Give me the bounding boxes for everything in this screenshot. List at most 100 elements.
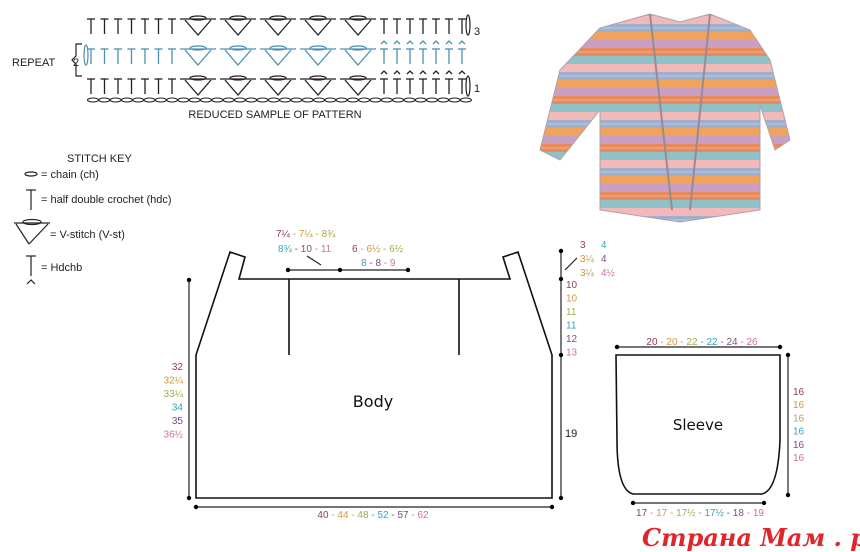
shoulder-drop-value: 3¼ bbox=[580, 253, 595, 265]
hdc-stitch bbox=[141, 18, 149, 34]
v-stitch bbox=[340, 45, 376, 66]
chain-stitch bbox=[154, 97, 167, 103]
hdc-stitch bbox=[87, 18, 95, 34]
armhole-depth-value: 10 bbox=[566, 294, 578, 305]
chain-stitch bbox=[392, 97, 405, 103]
key-hdchb-label: = Hdchb bbox=[41, 262, 82, 274]
stitch-chart bbox=[83, 14, 472, 103]
chain-stitch bbox=[425, 97, 439, 103]
sleeve-top-width: 20 - 20 - 22 - 22 - 24 - 26 bbox=[646, 337, 758, 348]
hdc-stitch bbox=[432, 18, 440, 34]
row-number-2: 2 bbox=[73, 57, 79, 69]
v-stitch bbox=[220, 15, 256, 36]
shoulder-drop-value: 4 bbox=[601, 240, 607, 251]
shoulder-drop-value: 3¼ bbox=[580, 267, 595, 279]
chain-stitch bbox=[132, 97, 145, 103]
chain-stitch bbox=[166, 97, 179, 103]
v-stitch bbox=[180, 15, 216, 36]
hdchb-icon bbox=[26, 255, 36, 285]
total-length-value: 33¼ bbox=[164, 388, 184, 400]
chain-stitch bbox=[222, 97, 235, 103]
v-stitch bbox=[300, 15, 336, 36]
hdc-stitch bbox=[141, 48, 149, 64]
hdc-stitch bbox=[154, 18, 163, 34]
chain-stitch bbox=[358, 97, 371, 103]
hdc-stitch bbox=[168, 48, 176, 64]
turning-chain bbox=[465, 75, 471, 97]
stitch-key-title: STITCH KEY bbox=[67, 153, 132, 165]
hdc-stitch bbox=[458, 70, 466, 94]
chain-stitch bbox=[380, 97, 393, 103]
chain-stitch bbox=[369, 97, 382, 103]
chain-stitch bbox=[279, 97, 292, 103]
chain-stitch bbox=[324, 97, 337, 103]
sleeve-length-value: 16 bbox=[793, 440, 805, 451]
v-stitch-icon bbox=[14, 218, 50, 245]
hdc-stitch bbox=[154, 48, 163, 64]
chain-stitch bbox=[290, 97, 303, 103]
chain-stitch bbox=[267, 97, 280, 103]
hdc-stitch bbox=[127, 18, 136, 34]
sleeve-length-value: 16 bbox=[793, 427, 805, 438]
hdc-stitch bbox=[141, 78, 149, 94]
sleeve-label: Sleeve bbox=[673, 416, 723, 434]
armhole-depth-value: 10 bbox=[566, 280, 578, 291]
hdc-stitch bbox=[432, 70, 440, 94]
armhole-depth-value: 11 bbox=[566, 307, 577, 318]
chart-caption: REDUCED SAMPLE OF PATTERN bbox=[188, 109, 361, 121]
body-width: 40 - 44 - 48 - 52 - 57 - 62 bbox=[317, 510, 429, 521]
shoulder-width-large: 8 - 8 - 9 bbox=[361, 258, 396, 269]
hdc-stitch bbox=[87, 48, 95, 64]
shoulder-drop-value: 3 bbox=[580, 240, 586, 251]
hdc-stitch bbox=[445, 18, 453, 34]
chain-stitch bbox=[346, 97, 359, 103]
hdc-stitch bbox=[114, 18, 122, 34]
hdc-stitch bbox=[100, 48, 109, 64]
hdc-stitch bbox=[419, 70, 427, 94]
key-chain-label: = chain (ch) bbox=[41, 169, 99, 181]
v-stitch bbox=[340, 15, 376, 36]
armhole-depth-value: 13 bbox=[566, 348, 578, 359]
v-stitch bbox=[180, 75, 216, 96]
chain-icon bbox=[24, 171, 38, 177]
v-stitch bbox=[300, 75, 336, 96]
row-number-1: 1 bbox=[474, 83, 480, 95]
hdc-stitch bbox=[100, 78, 109, 94]
chain-stitch bbox=[256, 97, 269, 103]
shoulder-width-small: 6 - 6½ - 6½ bbox=[352, 244, 404, 255]
cardigan-photo bbox=[539, 13, 791, 223]
hdc-stitch bbox=[154, 78, 163, 94]
body-outline bbox=[195, 250, 553, 499]
stitch-key: STITCH KEY = chain (ch) = half double cr… bbox=[14, 153, 172, 285]
side-length: 19 bbox=[565, 428, 577, 440]
chain-stitch bbox=[233, 97, 246, 103]
chain-stitch bbox=[301, 97, 314, 103]
watermark: Страна Мам . ру bbox=[642, 523, 860, 552]
hdc-stitch bbox=[380, 70, 388, 94]
chain-stitch bbox=[120, 97, 133, 103]
total-length-value: 36½ bbox=[164, 430, 184, 441]
sleeve-length-value: 16 bbox=[793, 400, 805, 411]
chain-stitch bbox=[403, 97, 416, 103]
chain-stitch bbox=[143, 97, 156, 103]
turning-chain bbox=[83, 44, 89, 66]
v-stitch bbox=[340, 75, 376, 96]
hdc-stitch bbox=[100, 18, 109, 34]
hdc-stitch bbox=[445, 70, 453, 94]
hdc-stitch bbox=[380, 18, 388, 34]
v-stitch bbox=[220, 75, 256, 96]
body-label: Body bbox=[353, 392, 393, 411]
chain-stitch bbox=[199, 97, 213, 103]
total-length-value: 32¼ bbox=[164, 375, 184, 387]
body-schematic: Body 19 bbox=[186, 248, 578, 510]
sleeve-length-value: 16 bbox=[793, 453, 805, 464]
chain-stitch bbox=[211, 97, 224, 103]
turning-chain bbox=[465, 14, 471, 36]
chain-stitch bbox=[86, 97, 100, 103]
hdc-stitch bbox=[127, 48, 136, 64]
hdc-stitch bbox=[458, 18, 466, 34]
hdc-stitch bbox=[393, 70, 401, 94]
hdc-stitch bbox=[380, 40, 388, 64]
hdc-icon bbox=[26, 189, 36, 210]
